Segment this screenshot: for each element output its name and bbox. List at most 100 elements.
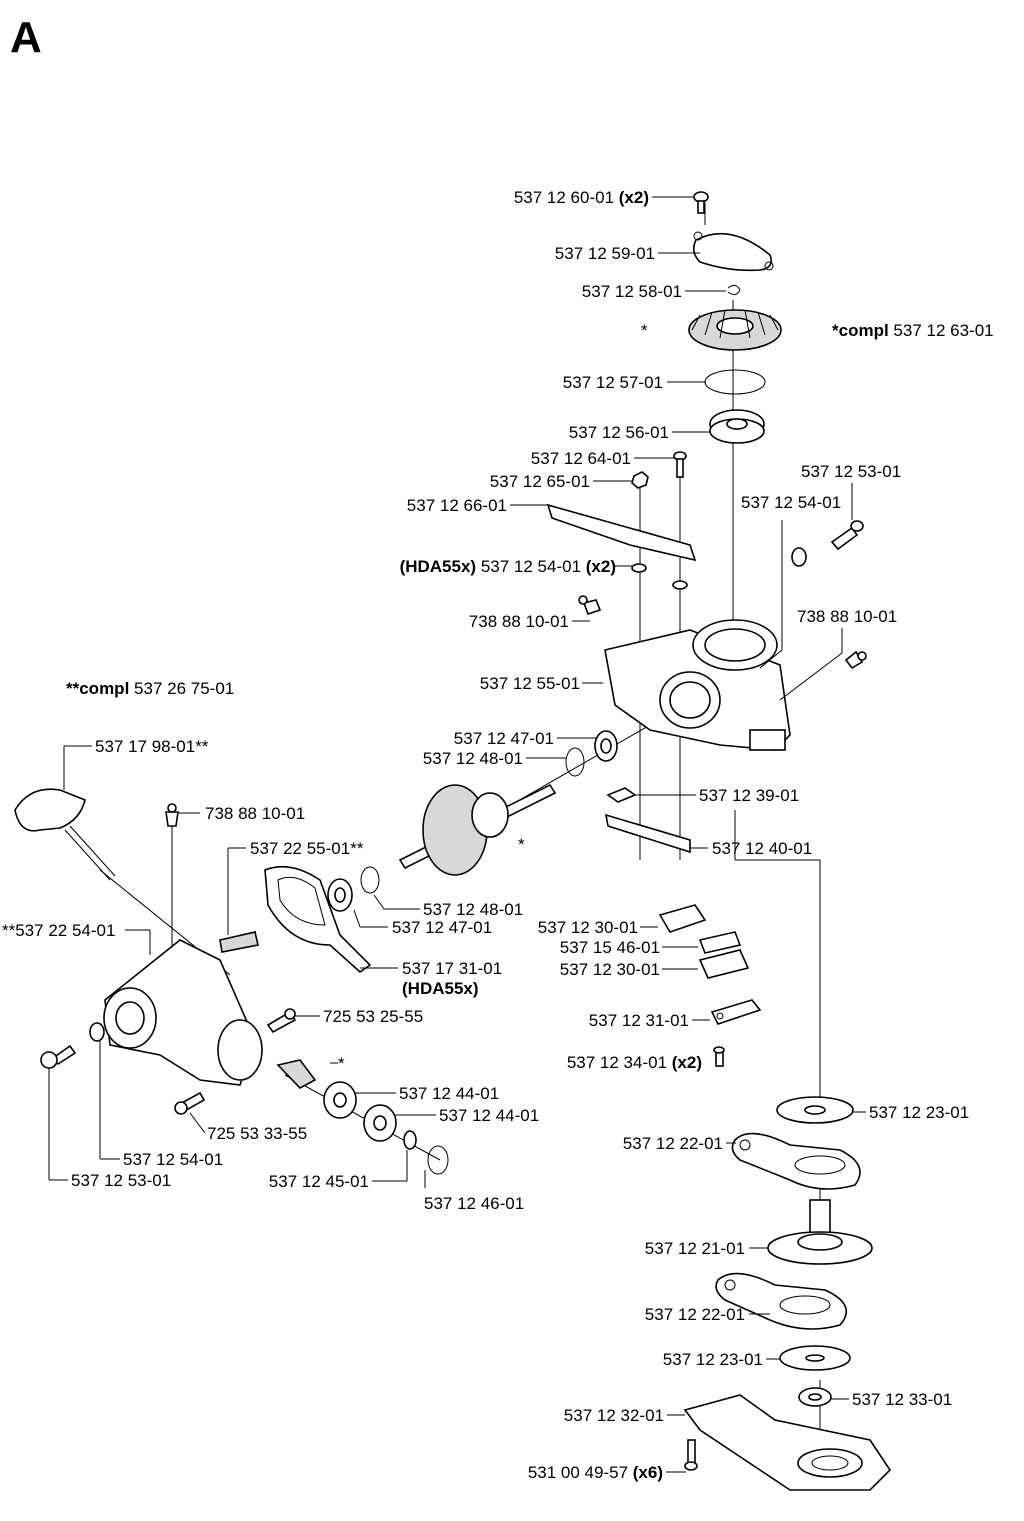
label-compl-537-26-75-01: **compl 537 26 75-01: [66, 679, 234, 698]
label-537-17-31-01: 537 17 31-01: [402, 959, 502, 978]
part-labels: 537 12 60-01 (x2) 537 12 59-01 537 12 58…: [2, 188, 994, 1482]
label-537-12-44-01-a: 537 12 44-01: [399, 1084, 499, 1103]
shaft-with-gear: [398, 783, 557, 876]
label-537-22-54-01: **537 22 54-01: [2, 921, 115, 940]
label-531-00-49-57: 531 00 49-57 (x6): [528, 1463, 663, 1482]
shim-strip: [604, 813, 691, 854]
label-hda-537-12-54-01: (HDA55x) 537 12 54-01 (x2): [400, 557, 616, 576]
bearing-44-b: [363, 1104, 397, 1142]
label-star-3: *: [338, 1054, 345, 1073]
left-housing: [103, 939, 263, 1086]
label-738-88-10-01-b: 738 88 10-01: [797, 607, 897, 626]
washer-23-b: [779, 1345, 851, 1371]
label-537-12-31-01: 537 12 31-01: [589, 1011, 689, 1030]
bearing-shaft-1: [594, 730, 618, 762]
plate-31: [710, 999, 762, 1025]
grease-nipple-3: [165, 803, 179, 827]
screw-bolt: [673, 451, 687, 478]
label-537-12-22-01-a: 537 12 22-01: [623, 1134, 723, 1153]
label-537-12-40-01: 537 12 40-01: [712, 839, 812, 858]
screw-725-53-25-55: [266, 1008, 297, 1034]
label-537-12-66-01: 537 12 66-01: [407, 496, 507, 515]
washer-left: [631, 563, 647, 573]
label-537-12-65-01: 537 12 65-01: [490, 472, 590, 491]
bracket: [546, 503, 697, 562]
label-537-12-23-01-b: 537 12 23-01: [663, 1350, 763, 1369]
circlip-large: [704, 369, 766, 395]
label-star-2: *: [518, 835, 525, 854]
label-537-12-59-01: 537 12 59-01: [555, 244, 655, 263]
label-537-12-56-01: 537 12 56-01: [569, 423, 669, 442]
label-738-88-10-01-a: 738 88 10-01: [469, 612, 569, 631]
label-537-12-64-01: 537 12 64-01: [531, 449, 631, 468]
screw-right: [830, 520, 864, 551]
label-537-12-34-01: 537 12 34-01 (x2): [567, 1053, 702, 1072]
label-738-88-10-01-c: 738 88 10-01: [205, 804, 305, 823]
crank-22-a: [731, 1132, 861, 1190]
bracket-arm: [264, 865, 372, 974]
circlip-shaft-2: [360, 866, 380, 894]
washer-right: [672, 580, 688, 590]
bearing-33: [798, 1387, 832, 1407]
label-537-12-54-01-c: 537 12 54-01: [123, 1150, 223, 1169]
screw-49-57: [684, 1439, 698, 1471]
gear-housing: [604, 619, 791, 751]
shim-square: [606, 787, 637, 803]
label-537-12-44-01-b: 537 12 44-01: [439, 1106, 539, 1125]
screw-top: [693, 191, 709, 214]
label-537-22-55-01: 537 22 55-01**: [250, 839, 364, 858]
label-537-15-46-01: 537 15 46-01: [560, 938, 660, 957]
nut: [631, 471, 649, 489]
bevel-gear-top: [688, 309, 782, 351]
shaft-disc-21: [767, 1199, 873, 1265]
clamp-plate: [219, 931, 259, 953]
label-537-12-22-01-b: 537 12 22-01: [645, 1305, 745, 1324]
circlip-46: [427, 1145, 449, 1175]
label-537-12-48-01-a: 537 12 48-01: [423, 749, 523, 768]
pinion: [276, 1059, 317, 1089]
block-30-b: [698, 949, 750, 979]
label-537-12-21-01: 537 12 21-01: [645, 1239, 745, 1258]
bearing-44-a: [323, 1081, 357, 1119]
spacer-45: [403, 1130, 417, 1150]
label-537-12-47-01-a: 537 12 47-01: [454, 729, 554, 748]
label-537-12-30-01-a: 537 12 30-01: [538, 918, 638, 937]
label-725-53-33-55: 725 53 33-55: [207, 1124, 307, 1143]
cover-plate: [692, 231, 774, 272]
label-537-12-54-01-a: 537 12 54-01: [741, 493, 841, 512]
label-537-12-30-01-b: 537 12 30-01: [560, 960, 660, 979]
washer-side: [791, 547, 807, 567]
screw-34: [713, 1046, 725, 1067]
label-537-17-98-01: 537 17 98-01**: [95, 737, 209, 756]
section-letter: A: [10, 13, 42, 62]
screw-left: [40, 1044, 77, 1069]
label-537-12-33-01: 537 12 33-01: [852, 1390, 952, 1409]
grease-nipple-2: [844, 650, 867, 670]
washer-23-a: [776, 1096, 854, 1124]
circlip-shaft-1: [565, 747, 585, 777]
label-537-12-39-01: 537 12 39-01: [699, 786, 799, 805]
knob: [14, 788, 116, 881]
bearing-shaft-2: [327, 878, 353, 912]
washer-left-housing: [89, 1022, 105, 1042]
label-537-12-60-01: 537 12 60-01 (x2): [514, 188, 649, 207]
lower-housing: [683, 1394, 892, 1491]
label-537-12-48-01-b: 537 12 48-01: [423, 900, 523, 919]
label-537-12-47-01-b: 537 12 47-01: [392, 918, 492, 937]
crank-22-b: [715, 1272, 848, 1330]
label-hda55x-2: (HDA55x): [402, 979, 479, 998]
label-star-1: *: [641, 321, 648, 340]
leader-lines: [48, 196, 866, 1473]
label-537-12-23-01-a: 537 12 23-01: [869, 1103, 969, 1122]
label-537-12-53-01-a: 537 12 53-01: [801, 462, 901, 481]
label-537-12-58-01: 537 12 58-01: [582, 282, 682, 301]
parts-artwork: [14, 191, 892, 1491]
block-30-a: [658, 904, 707, 933]
label-537-12-57-01: 537 12 57-01: [563, 373, 663, 392]
circlip-small: [727, 284, 741, 296]
label-537-12-46-01: 537 12 46-01: [424, 1194, 524, 1213]
label-compl-537-12-63-01: *compl 537 12 63-01: [832, 321, 994, 340]
block-15-46: [698, 931, 742, 954]
label-537-12-53-01-b: 537 12 53-01: [71, 1171, 171, 1190]
